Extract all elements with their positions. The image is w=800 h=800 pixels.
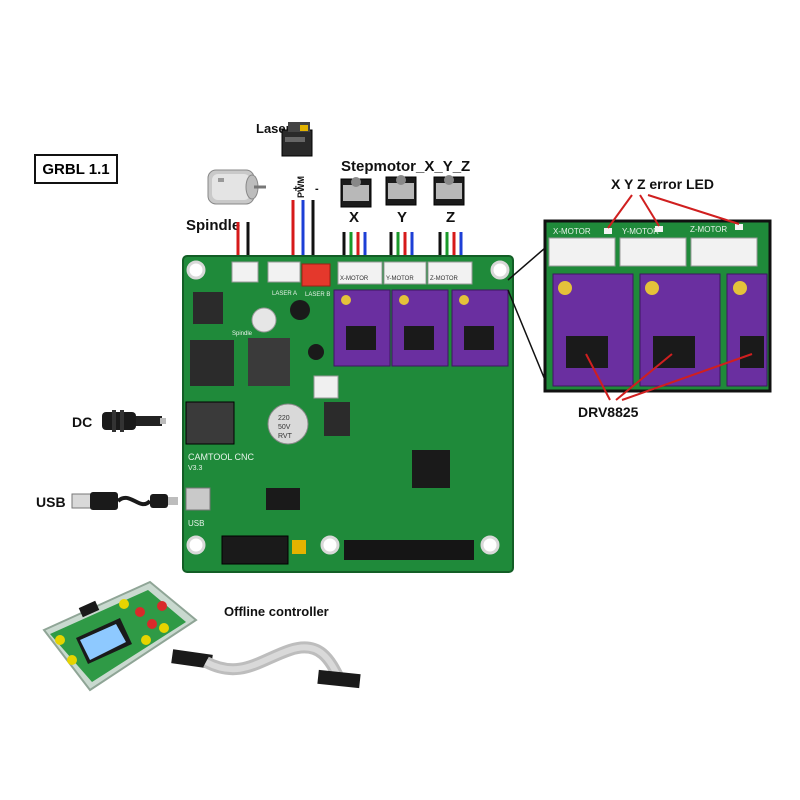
- laser-module-icon: [281, 122, 313, 157]
- board-laser-a-silk: LASER A: [272, 291, 297, 297]
- board-name-text: CAMTOOL CNC: [188, 452, 255, 462]
- inset-x-motor-silk: X-MOTOR: [553, 227, 591, 236]
- laser-minus-text: -: [315, 183, 319, 195]
- spindle-label: Spindle: [186, 217, 241, 234]
- error-led-label: X Y Z error LED: [611, 176, 714, 192]
- zoom-inset-panel: [543, 219, 772, 393]
- laser-plus-text: +: [293, 184, 299, 195]
- error-led-arrows: [607, 194, 740, 229]
- board-y-motor-silk: Y-MOTOR: [386, 276, 414, 282]
- offline-controller-label: Offline controller: [224, 604, 329, 619]
- stepmotor-label: Stepmotor_X_Y_Z: [341, 158, 471, 175]
- board-cap-value: 220: [278, 415, 290, 422]
- board-laser-b-silk: LASER B: [305, 292, 330, 298]
- title-box: GRBL 1.1: [34, 154, 118, 184]
- board-z-motor-silk: Z-MOTOR: [430, 276, 459, 282]
- board-cap-voltage: 50V: [278, 424, 291, 431]
- stepper-motor-z-icon: [433, 175, 465, 206]
- usb-cable-icon: [71, 492, 178, 510]
- ribbon-cable-icon: [171, 641, 361, 689]
- stepper-x-wires: [342, 232, 367, 258]
- motor-z-label: Z: [446, 209, 456, 226]
- title-text: GRBL 1.1: [42, 160, 110, 178]
- stepper-z-wires: [438, 232, 463, 258]
- motor-y-label: Y: [397, 209, 408, 226]
- inset-y-motor-silk: Y-MOTOR: [622, 227, 659, 236]
- inset-pointer-bottom: [507, 289, 546, 381]
- stepper-y-wires: [389, 232, 414, 258]
- board-usb-silk: USB: [188, 519, 204, 528]
- stepper-motor-y-icon: [385, 175, 417, 206]
- offline-controller-icon: [42, 580, 198, 692]
- inset-z-motor-silk: Z-MOTOR: [690, 225, 727, 234]
- dc-plug-icon: [102, 410, 166, 432]
- dc-label: DC: [72, 414, 93, 430]
- motor-x-label: X: [349, 209, 360, 226]
- usb-label: USB: [36, 494, 66, 510]
- laser-pwm-text: PWM: [296, 176, 306, 198]
- drv8825-label: DRV8825: [578, 404, 639, 420]
- drv8825-arrows: [585, 353, 753, 401]
- board-cap-brand: RVT: [278, 433, 293, 440]
- board-spindle-silk: Spindle: [232, 331, 253, 337]
- board-x-motor-silk: X-MOTOR: [340, 276, 369, 282]
- board-version-text: V3.3: [188, 465, 203, 472]
- main-pcb-board: [182, 255, 514, 573]
- spindle-motor-icon: [207, 169, 266, 205]
- inset-pointer-top: [507, 247, 546, 281]
- stepper-motor-x-icon: [340, 177, 372, 208]
